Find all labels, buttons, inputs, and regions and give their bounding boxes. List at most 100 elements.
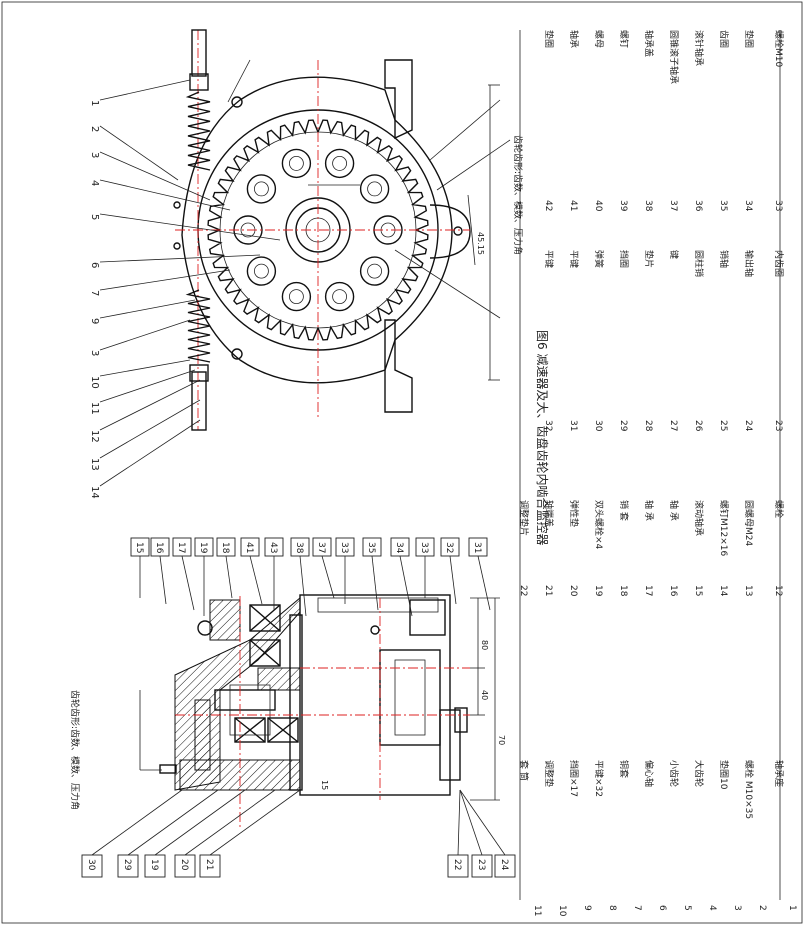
part-number: 30 [593,420,603,432]
section-callout: 19 [198,542,208,554]
part-number: 31 [568,420,578,431]
part-name: 齿圈 [718,30,729,48]
part-number: 28 [643,420,653,432]
row-index: 3 [732,905,742,911]
callout-12: 12 [89,430,100,443]
section-callout: 35 [366,542,376,553]
part-number: 17 [643,585,653,596]
part-number: 14 [718,585,728,597]
part-name: 挡圈×17 [568,760,580,797]
row-index: 9 [582,905,592,911]
section-callout: 15 [134,542,144,553]
part-number: 42 [543,200,553,211]
part-name: 螺栓 M10×35 [743,760,755,819]
row-index: 11 [532,905,542,916]
section-callout: 18 [220,542,230,554]
part-number: 27 [668,420,678,431]
part-name: 调整垫片 [518,500,530,536]
gear-view: 45.15 [173,29,511,431]
part-number: 12 [773,585,783,596]
part-name: 弹簧 [593,250,605,268]
part-name: 轴承 [568,30,580,48]
part-number: 24 [743,420,753,432]
pin-outer [359,174,390,204]
part-name: 圆螺母M24 [743,500,754,546]
section-callout: 33 [339,542,349,553]
callout-10: 10 [89,376,100,389]
spring-coil [185,91,211,171]
part-number: 25 [718,420,728,431]
callout-7: 7 [89,290,100,296]
spring-coil [185,289,211,363]
dim-gear-ratio: 45.15 [476,232,485,255]
section-view: 80 40 70 15 齿轮齿形:齿数、模数、压力角 [69,594,506,830]
callout-5: 5 [89,214,100,220]
carrier-pins [233,148,403,312]
dim-40: 40 [480,690,489,700]
part-name: 挡圈 [618,250,630,268]
part-name: 调整垫 [543,760,555,787]
callout-9: 9 [89,318,100,324]
section-callout: 22 [452,859,462,870]
pin-outer [246,256,277,286]
callout-2: 2 [89,126,100,132]
part-name: 垫圈10 [718,760,730,790]
part-name: 滚动轴承 [693,500,705,536]
part-number: 19 [593,585,603,597]
part-name: 轴 承 [668,500,680,521]
part-number: 37 [668,200,678,211]
part-name: 圆锥滚子轴承 [668,30,680,84]
section-callout: 17 [176,542,186,553]
section-callout: 24 [499,859,509,871]
part-name: 滚针轴承 [693,30,705,66]
section-callout: 20 [179,859,189,871]
section-callout: 33 [419,542,429,553]
row-index: 4 [707,905,717,911]
callout-11: 11 [89,402,100,415]
part-number: 18 [618,585,628,597]
pin-inner [332,155,348,171]
part-name: 螺栓M10 [773,30,785,67]
callout-1: 1 [89,100,100,106]
gear-note: 齿轮齿形:齿数、模数、压力角 [512,135,524,255]
part-name: 垫圈 [543,30,555,48]
dim-15: 15 [320,780,329,790]
part-name: 输出轴 [743,250,755,277]
part-number: 40 [593,200,603,212]
part-name: 螺钉M12×16 [718,500,729,556]
section-callout: 21 [204,859,214,870]
section-callout: 43 [268,542,278,553]
part-name: 螺钉 [618,30,629,48]
housing-outline [181,76,453,384]
part-name: 大齿轮 [693,760,705,787]
part-number: 22 [518,585,528,596]
section-callout: 37 [316,542,326,553]
callout-3: 3 [89,152,100,158]
section-callout: 34 [394,542,404,554]
part-number: 41 [568,200,578,211]
part-name: 垫片 [643,250,655,268]
section-callout: 41 [244,542,254,553]
part-name: 平键 [543,250,555,268]
part-name: 销轴 [718,250,730,268]
pin-inner [253,263,269,279]
dim-70: 70 [497,735,506,745]
part-name: 偏心轴 [643,760,655,787]
callout-14: 14 [89,486,100,499]
part-name: 螺母 [593,30,604,48]
dim-80: 80 [480,640,489,650]
part-name: 键 [668,250,680,259]
pin-outer [324,281,355,312]
section-callout: 31 [472,542,482,553]
pin-outer [359,256,390,286]
pin-outer [324,148,355,179]
part-number: 34 [743,200,753,212]
part-name: 销 套 [618,500,630,521]
callout-13: 13 [89,458,100,471]
part-name: 垫圈 [743,30,755,48]
row-index: 10 [557,905,567,917]
pin-inner [288,289,304,305]
section-callout: 16 [154,542,164,554]
part-name: 轴承盖 [643,30,655,57]
